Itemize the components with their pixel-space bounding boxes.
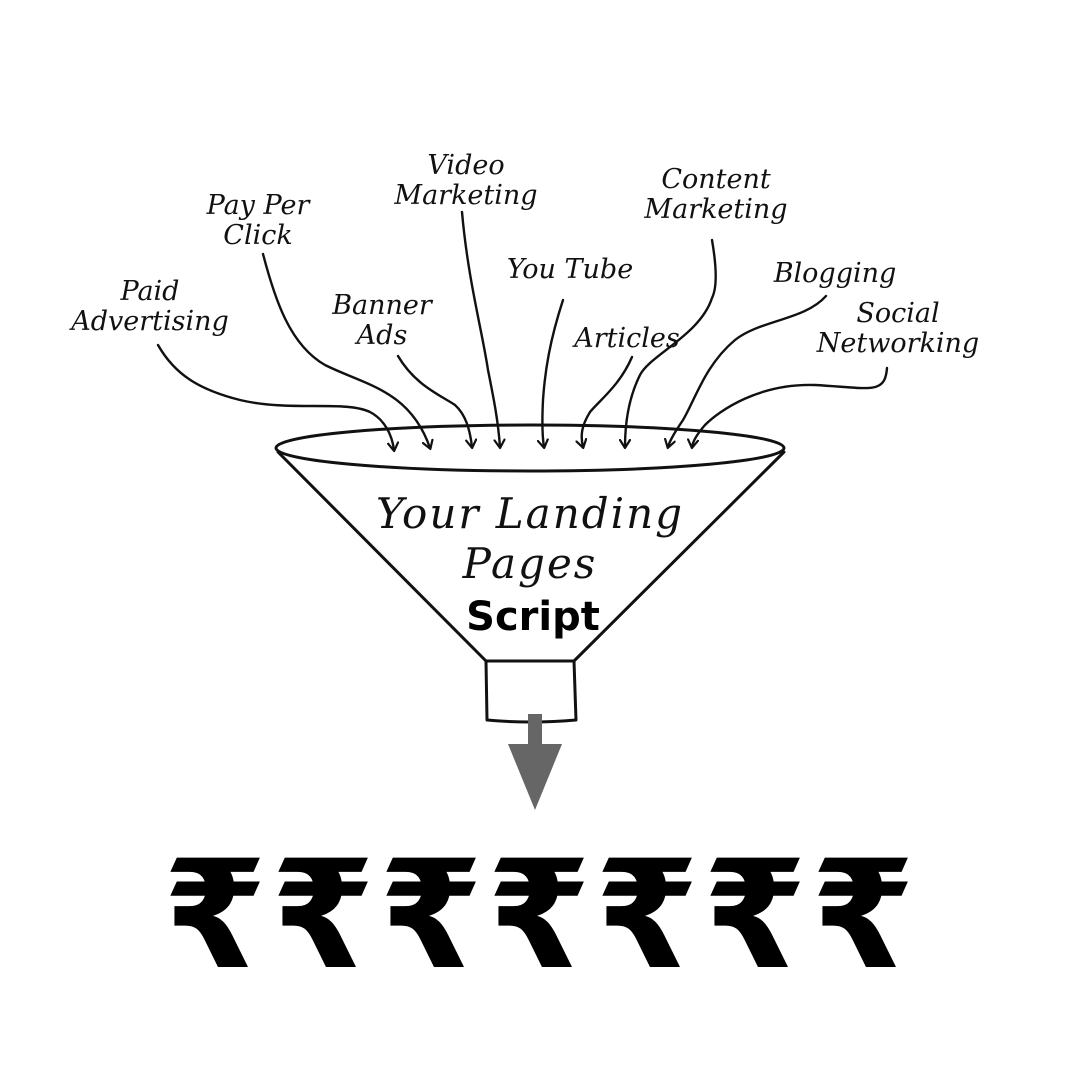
rupee-symbol-row: ₹₹₹₹₹₹₹ — [163, 829, 915, 1003]
source-label-line: Marketing — [643, 194, 787, 225]
source-label-line: Advertising — [68, 306, 229, 337]
source-label-line: Blogging — [773, 258, 897, 289]
output-arrow — [508, 714, 562, 810]
source-label-articles: Articles — [571, 323, 679, 354]
flow-arrow-social-networking — [692, 366, 889, 447]
source-label-line: Click — [223, 220, 292, 251]
rupee-symbol: ₹ — [163, 829, 267, 1003]
rupee-symbol: ₹ — [595, 829, 699, 1003]
funnel-text-line3: Script — [466, 594, 600, 640]
funnel-text-line1: Your Landing — [376, 489, 684, 538]
source-label-line: Social — [856, 298, 939, 329]
source-label-line: Content — [661, 164, 771, 195]
flow-arrow-blogging — [668, 294, 828, 447]
funnel-spout — [484, 659, 578, 724]
source-label-line: Paid — [120, 276, 180, 307]
source-label-line: You Tube — [507, 254, 633, 285]
flow-arrow-video-marketing — [460, 210, 500, 447]
funnel-text-line2: Pages — [462, 539, 598, 588]
flow-arrow-articles — [582, 355, 634, 447]
source-label-line: Ads — [354, 320, 408, 351]
rupee-symbol: ₹ — [379, 829, 483, 1003]
flow-arrow-paid-advertising — [156, 343, 394, 450]
source-label-line: Banner — [331, 290, 434, 321]
rupee-symbol: ₹ — [811, 829, 915, 1003]
flow-arrow-content-marketing — [625, 238, 717, 447]
rupee-symbol: ₹ — [487, 829, 591, 1003]
rupee-symbol: ₹ — [271, 829, 375, 1003]
flow-arrow-banner-ads — [396, 354, 472, 447]
source-flow-lines — [156, 210, 889, 450]
funnel-rim — [274, 423, 786, 473]
source-label-line: Pay Per — [206, 190, 312, 221]
rupee-symbol: ₹ — [703, 829, 807, 1003]
source-label-line: Marketing — [393, 180, 537, 211]
source-label-line: Networking — [816, 328, 979, 359]
source-label-line: Articles — [571, 323, 679, 354]
source-label-blogging: Blogging — [773, 258, 897, 289]
source-label-line: Video — [427, 150, 504, 181]
flow-arrow-youtube — [542, 298, 565, 447]
source-label-youtube: You Tube — [507, 254, 633, 285]
flow-arrow-pay-per-click — [261, 252, 430, 448]
